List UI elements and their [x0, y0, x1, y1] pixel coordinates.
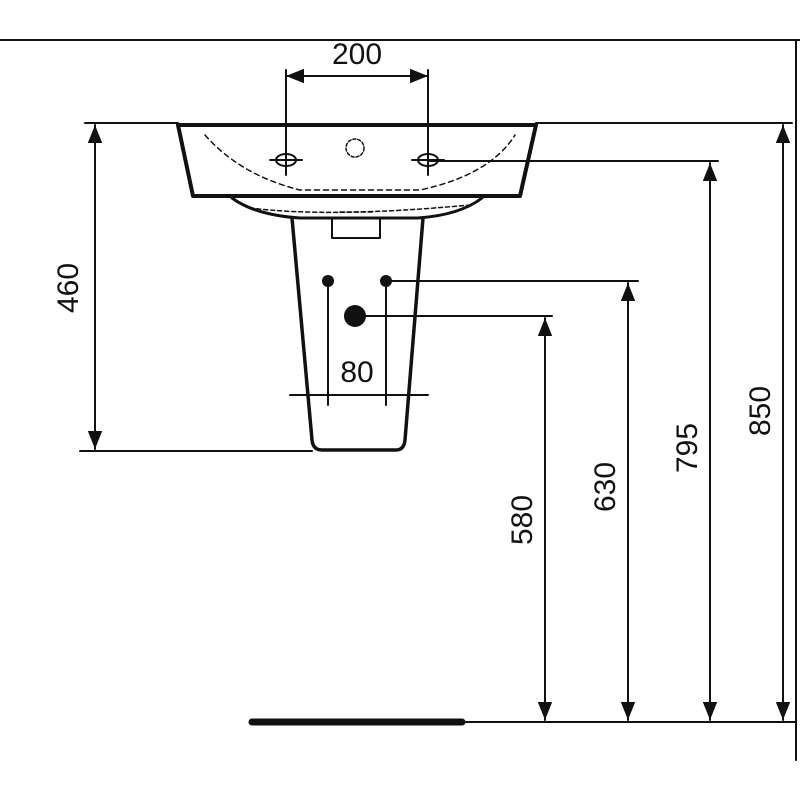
- tap-holes: [269, 138, 445, 167]
- dimension-200: [285, 68, 429, 176]
- waste-points: [322, 275, 392, 327]
- pedestal: [290, 211, 425, 452]
- basin: [176, 123, 538, 220]
- label-850: 850: [744, 386, 777, 436]
- label-460: 460: [52, 263, 85, 313]
- label-630: 630: [589, 462, 622, 512]
- drawing-frame: [0, 39, 800, 761]
- dimension-850: [535, 122, 793, 721]
- dimension-795: [427, 160, 719, 721]
- dimension-460: [79, 122, 313, 452]
- dimension-80: [289, 286, 429, 406]
- label-795: 795: [671, 423, 704, 473]
- label-200: 200: [332, 38, 382, 71]
- label-580: 580: [506, 495, 539, 545]
- label-80: 80: [340, 356, 373, 389]
- dimension-630: [385, 280, 639, 721]
- dimension-580: [354, 315, 553, 721]
- supply-point-left: [322, 275, 334, 287]
